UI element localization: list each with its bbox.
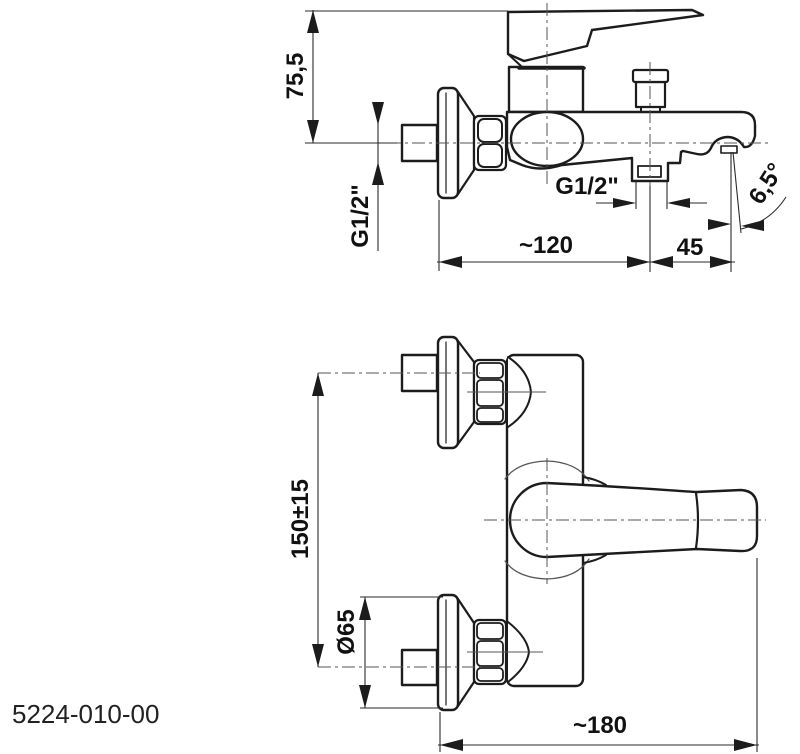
union-axis-lines: [467, 391, 546, 653]
front-view-drawing: [400, 335, 759, 712]
side-view-drawing: [400, 8, 757, 200]
dimension-label-connection-spacing: 150±15: [287, 479, 314, 559]
dimension-label-escutcheon-diameter: Ø65: [333, 609, 360, 655]
aerator: [720, 145, 738, 154]
dimension-label-body-width: ~120: [518, 232, 574, 259]
dimension-label-spout-offset: 45: [676, 234, 704, 261]
dimension-arrowheads: [307, 10, 764, 751]
side-view-handle: [506, 8, 705, 114]
front-view-top-union: [400, 335, 508, 450]
dimension-label-outlet-thread: G1/2": [555, 173, 619, 200]
front-view-bottom-union: [400, 593, 508, 712]
dimension-label-overall-width: ~180: [572, 712, 628, 739]
dimension-label-wall-thread: G1/2": [347, 184, 374, 248]
part-number: 5224-010-00: [12, 699, 160, 729]
centerlines: [318, 3, 768, 668]
dimension-label-height: 75,5: [282, 52, 309, 100]
